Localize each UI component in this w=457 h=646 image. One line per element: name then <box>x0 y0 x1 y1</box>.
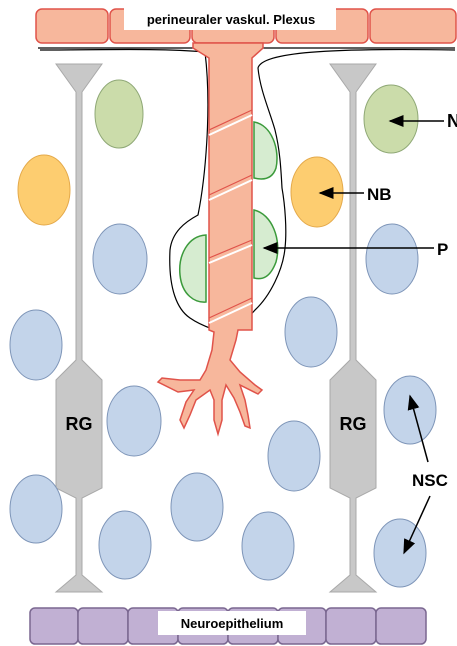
neuron-cell <box>95 80 143 148</box>
stem-cell-label: NSC <box>412 471 448 490</box>
stem-cell <box>285 297 337 367</box>
stem-cell <box>242 512 294 580</box>
stem-cell <box>10 310 62 380</box>
stem-cell <box>107 386 161 456</box>
radial-glia-left: RG <box>56 64 102 592</box>
stem-cell <box>171 473 223 541</box>
pericyte <box>180 235 206 302</box>
stem-cell <box>268 421 320 491</box>
perineural-plexus: perineuraler vaskul. Plexus <box>36 8 456 43</box>
plexus-label: perineuraler vaskul. Plexus <box>147 12 315 27</box>
neuroepithelium: Neuroepithelium <box>30 608 426 644</box>
neuroblast-cell <box>18 155 70 225</box>
neuroblast-label: NB <box>367 185 392 204</box>
pericyte <box>254 210 278 279</box>
stem-cell <box>99 511 151 579</box>
neuroepithelium-label: Neuroepithelium <box>181 616 284 631</box>
neuron-cell <box>364 85 418 153</box>
pericyte-label: P <box>437 240 448 259</box>
neuroblast-cell <box>291 157 343 227</box>
stem-cell <box>93 224 147 294</box>
neuron-label: N <box>447 111 457 131</box>
pericyte <box>254 122 277 179</box>
radial-glia-label: RG <box>66 414 93 434</box>
stem-cell <box>384 376 436 444</box>
stem-cell <box>374 519 426 587</box>
stem-cell <box>366 224 418 294</box>
stem-cell <box>10 475 62 543</box>
radial-glia-label: RG <box>340 414 367 434</box>
